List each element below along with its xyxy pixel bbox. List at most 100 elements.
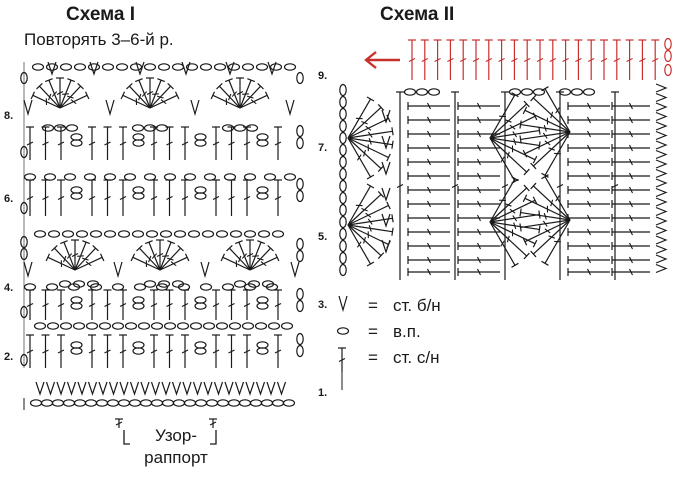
double-crochet <box>611 130 650 138</box>
chain-stitch <box>221 124 235 132</box>
double-crochet <box>234 240 251 271</box>
double-crochet <box>212 289 220 320</box>
chain-stitch <box>129 63 143 71</box>
chain-stitch <box>339 215 347 229</box>
double-crochet <box>510 39 519 80</box>
double-crochet <box>611 200 650 208</box>
double-crochet <box>625 39 634 80</box>
double-crochet <box>611 144 650 152</box>
chain-stitch <box>150 399 164 407</box>
double-crochet <box>149 91 180 109</box>
double-crochet <box>130 253 161 271</box>
chain-stitch <box>271 399 285 407</box>
chain-stitch <box>247 280 261 288</box>
chain-stitch <box>23 173 37 181</box>
single-crochet <box>267 61 277 76</box>
single-crochet <box>200 261 210 279</box>
double-crochet <box>611 242 650 250</box>
single-crochet <box>119 381 129 396</box>
repeat-label: Узор- раппорт <box>128 425 224 469</box>
chain-stitch <box>249 399 263 407</box>
double-crochet <box>236 77 244 108</box>
chain-stitch <box>216 399 230 407</box>
double-crochet <box>274 334 282 368</box>
scheme1-diagram <box>20 61 304 410</box>
chain-stitch <box>33 322 47 330</box>
double-crochet <box>210 91 241 109</box>
single-crochet <box>655 197 668 207</box>
single-crochet <box>266 381 276 396</box>
double-crochet <box>457 242 500 250</box>
chain-stitch <box>415 88 429 96</box>
chain-stitch <box>131 124 145 132</box>
double-crochet <box>227 126 236 160</box>
single-crochet <box>655 83 668 93</box>
single-crochet <box>655 121 668 131</box>
chain-stitch <box>339 251 347 265</box>
double-crochet <box>522 131 571 158</box>
double-crochet <box>36 82 61 109</box>
chain-stitch <box>128 399 142 407</box>
double-crochet <box>407 172 450 180</box>
double-crochet <box>120 91 151 109</box>
chain-stitch <box>143 124 157 132</box>
chain-stitch <box>205 399 219 407</box>
chain-stitch <box>339 227 347 241</box>
single-crochet <box>655 178 668 188</box>
double-crochet <box>74 253 105 271</box>
chain-stitch <box>194 192 207 200</box>
chain-stitch <box>70 139 83 147</box>
single-crochet <box>290 261 300 279</box>
chain-stitch <box>215 322 229 330</box>
double-crochet <box>209 418 217 428</box>
single-crochet <box>129 381 140 396</box>
chain-stitch <box>664 63 672 77</box>
chain-stitch <box>183 399 197 407</box>
chain-stitch <box>47 230 61 238</box>
chain-stitch <box>40 399 54 407</box>
double-crochet <box>567 228 610 236</box>
double-crochet <box>484 39 493 80</box>
double-crochet <box>226 244 251 271</box>
chain-stitch <box>59 63 73 71</box>
chain-stitch <box>53 124 67 132</box>
double-crochet <box>407 228 450 236</box>
double-crochet <box>522 106 571 133</box>
double-crochet <box>119 289 127 320</box>
repeat-bracket <box>115 418 217 445</box>
chain-stitch <box>339 167 347 181</box>
double-crochet <box>119 126 127 160</box>
single-crochet <box>56 381 66 396</box>
scheme2-row-label-7: 7. <box>318 142 328 154</box>
double-crochet <box>567 102 610 110</box>
double-crochet <box>407 102 450 110</box>
chain-stitch <box>201 230 215 238</box>
single-crochet <box>655 149 668 160</box>
double-crochet <box>246 239 254 270</box>
chain-stitch <box>70 192 83 200</box>
double-crochet <box>611 116 650 124</box>
chain-stitch <box>282 399 296 407</box>
double-crochet <box>611 214 650 222</box>
chain-stitch <box>132 139 145 147</box>
double-crochet <box>489 137 530 176</box>
chain-stitch <box>189 322 203 330</box>
chain-stitch <box>58 280 72 288</box>
double-crochet <box>347 224 385 259</box>
double-crochet <box>149 82 174 109</box>
chain-stitch <box>582 88 596 96</box>
double-crochet <box>611 228 650 236</box>
double-crochet <box>239 82 264 109</box>
double-crochet <box>489 184 530 223</box>
double-crochet <box>457 256 500 264</box>
double-crochet <box>489 221 541 234</box>
double-crochet <box>407 186 450 194</box>
double-crochet <box>347 137 375 180</box>
single-crochet <box>655 187 668 198</box>
chain-stitch <box>296 177 304 191</box>
single-crochet <box>192 381 203 396</box>
single-crochet <box>213 381 224 396</box>
chain-stitch <box>427 88 441 96</box>
double-crochet <box>489 100 530 139</box>
